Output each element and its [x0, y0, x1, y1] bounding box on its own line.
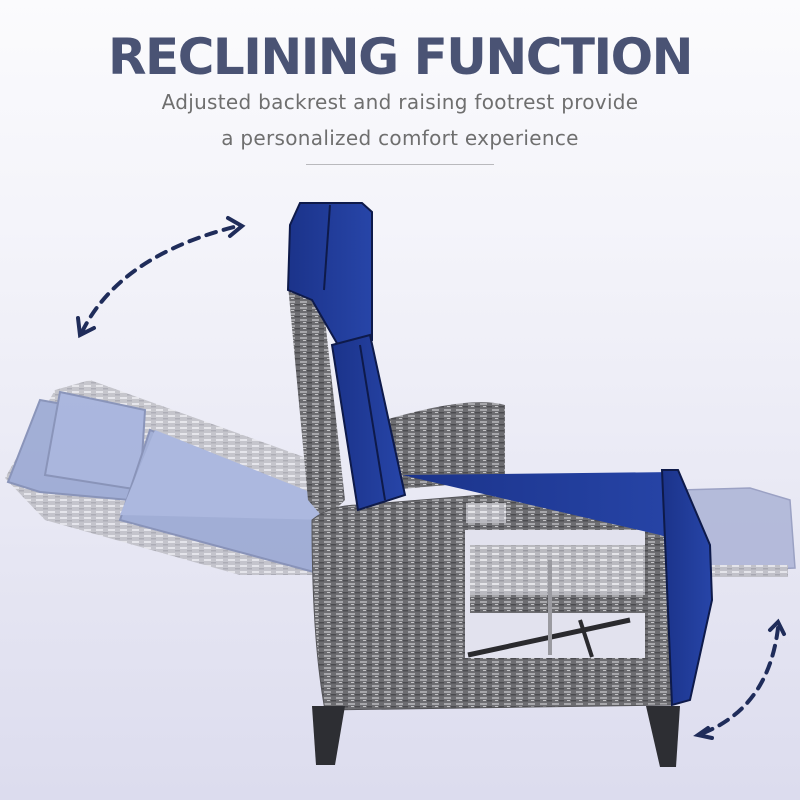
- backrest-recline-arrow: [76, 216, 246, 339]
- title-divider: [306, 164, 494, 165]
- chair-body: [288, 285, 680, 767]
- subtitle-line-2: a personalized comfort experience: [221, 126, 579, 150]
- page-title: RECLINING FUNCTION: [108, 28, 693, 86]
- chair-leg-back: [646, 706, 680, 767]
- chair-leg-front: [312, 706, 345, 765]
- footrest-raise-arrow: [693, 618, 786, 740]
- reclined-backrest-ghost: [5, 380, 340, 577]
- cushions: [286, 202, 714, 707]
- subtitle-line-1: Adjusted backrest and raising footrest p…: [161, 90, 639, 114]
